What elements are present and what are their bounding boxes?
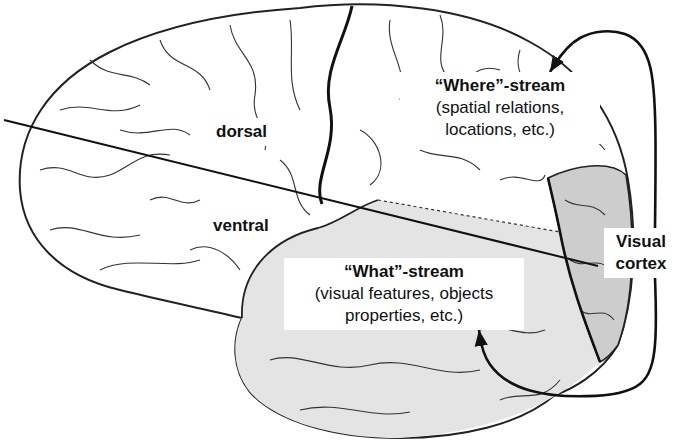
gyrus-line — [90, 60, 150, 85]
gyrus-line — [100, 260, 200, 270]
region-label: dorsal — [208, 118, 275, 146]
occipital-border — [548, 178, 600, 362]
gyrus-line — [280, 160, 310, 215]
stream-heading: “What”-stream — [288, 261, 520, 283]
brain-gyri — [40, 15, 614, 414]
temporal-lobe — [235, 200, 600, 438]
gyrus-line — [270, 358, 480, 373]
gyrus-line — [160, 40, 210, 90]
region-label: ventral — [205, 212, 277, 240]
stream-border-dashed — [378, 200, 560, 232]
gyrus-line — [50, 228, 140, 238]
gyrus-line — [120, 129, 190, 135]
gyrus-line — [300, 407, 410, 414]
gyrus-line — [360, 130, 381, 185]
gyrus-line — [40, 154, 170, 177]
stream-label-box: Visual cortex — [604, 228, 678, 278]
gyrus-line — [290, 20, 300, 110]
stream-heading: “Where”-stream — [404, 75, 596, 97]
stream-heading: Visual cortex — [608, 231, 674, 275]
stream-description: (visual features, objects properties, et… — [288, 283, 520, 327]
gyrus-line — [60, 105, 140, 111]
gyrus-line — [565, 200, 605, 215]
stream-label-box: “Where”-stream(spatial relations, locati… — [400, 72, 600, 144]
gyrus-line — [420, 150, 480, 170]
stream-label-box: “What”-stream(visual features, objects p… — [284, 258, 524, 330]
gyrus-line — [150, 197, 200, 203]
gyrus-line — [190, 247, 240, 270]
stream-description: (spatial relations, locations, etc.) — [404, 97, 596, 141]
gyrus-line — [500, 175, 545, 181]
parietal-border — [320, 6, 352, 204]
brain-outline — [20, 4, 634, 438]
